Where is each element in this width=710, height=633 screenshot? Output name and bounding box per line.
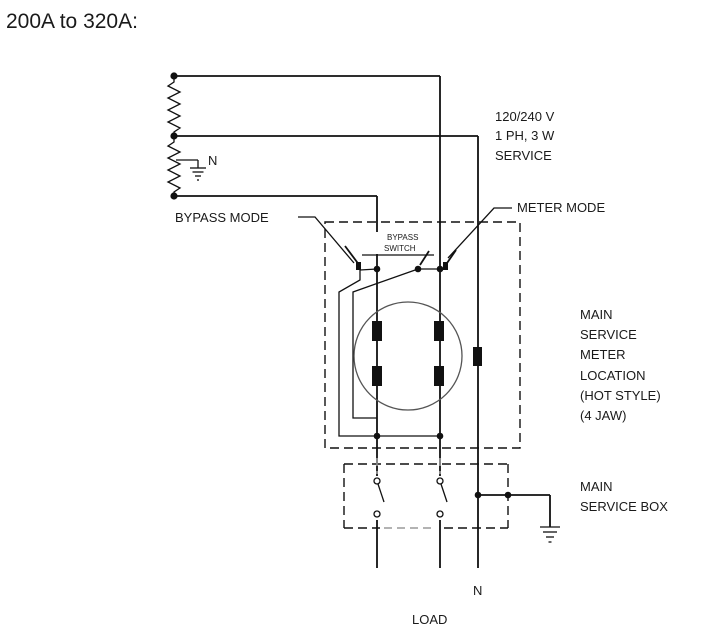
bypass-mode-label: BYPASS MODE xyxy=(175,210,269,225)
meter-mode-leader xyxy=(447,207,512,259)
meter-enclosure xyxy=(324,221,521,449)
neutral-n-label: N xyxy=(473,583,482,598)
bypass-mode-leader xyxy=(298,216,355,264)
ground-n-label: N xyxy=(208,153,217,168)
svg-text:BYPASS SWITCH: BYPASS SWITCH xyxy=(384,233,421,253)
service-label: 120/240 V 1 PH, 3 W SERVICE xyxy=(495,109,558,163)
transformer-coil xyxy=(166,76,182,196)
load-label: LOAD xyxy=(412,612,447,627)
bypass-switch: BYPASS SWITCH xyxy=(344,232,457,270)
service-conductors xyxy=(174,75,479,568)
ground-icon xyxy=(176,159,206,181)
breaker-switches xyxy=(370,476,448,520)
service-box-label: MAIN SERVICE BOX xyxy=(580,479,668,514)
meter-jaws xyxy=(372,321,482,386)
meter-location-label: MAIN SERVICE METER LOCATION (HOT STYLE) … xyxy=(580,307,664,423)
bypass-path xyxy=(338,268,440,437)
service-box xyxy=(343,458,509,529)
heading: 200A to 320A: xyxy=(6,10,138,33)
meter-socket xyxy=(353,301,463,411)
junction-dots xyxy=(170,72,512,499)
meter-mode-label: METER MODE xyxy=(517,200,605,215)
neutral-ground-bond xyxy=(478,494,560,543)
